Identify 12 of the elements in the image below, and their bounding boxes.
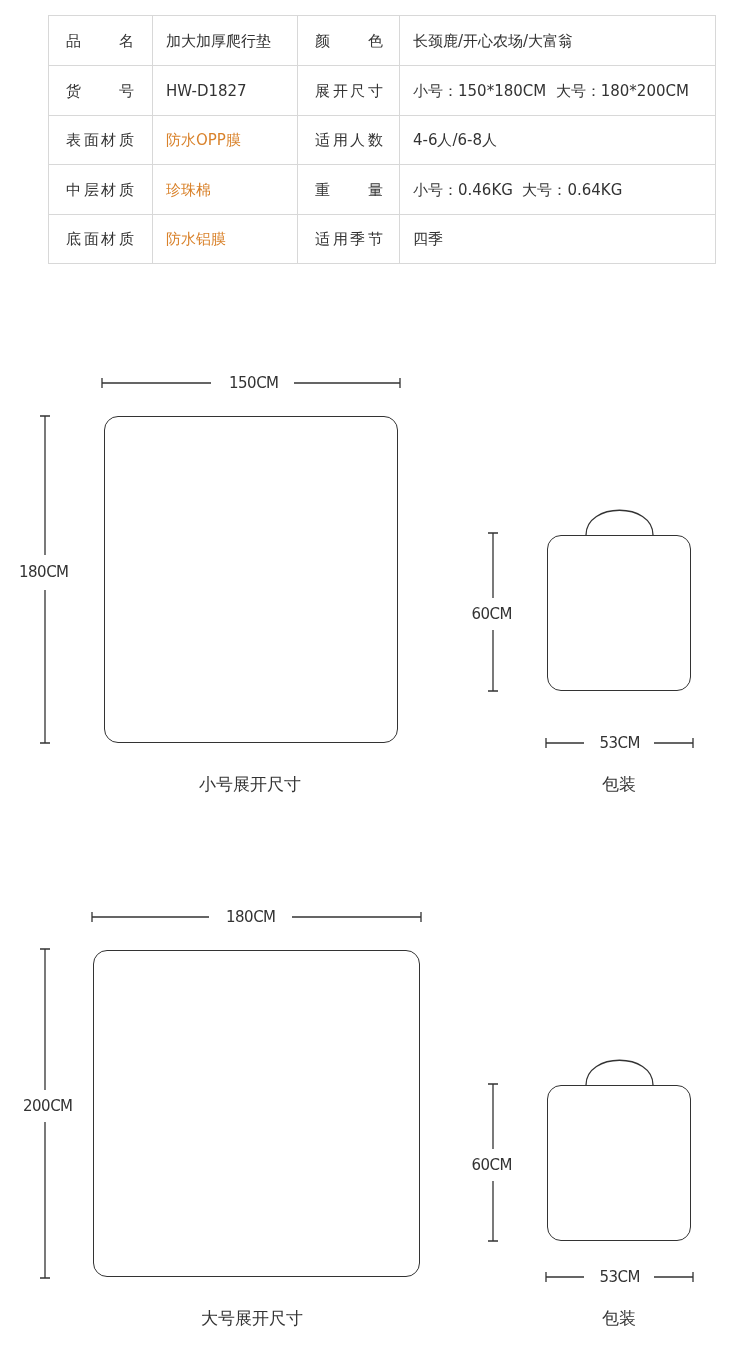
package-outline bbox=[547, 535, 691, 691]
caption: 小号展开尺寸 bbox=[199, 773, 301, 796]
caption: 包装 bbox=[602, 1307, 636, 1330]
table-cell: 长颈鹿/开心农场/大富翁 bbox=[399, 15, 716, 66]
package-outline bbox=[547, 1085, 691, 1241]
table-header-cell: 品名 bbox=[48, 15, 153, 66]
table-header-cell: 底面材质 bbox=[48, 214, 153, 264]
caption: 包装 bbox=[602, 773, 636, 796]
mat-outline bbox=[93, 950, 420, 1277]
mat-outline bbox=[104, 416, 398, 743]
caption: 大号展开尺寸 bbox=[201, 1307, 303, 1330]
table-cell: 四季 bbox=[399, 214, 716, 264]
